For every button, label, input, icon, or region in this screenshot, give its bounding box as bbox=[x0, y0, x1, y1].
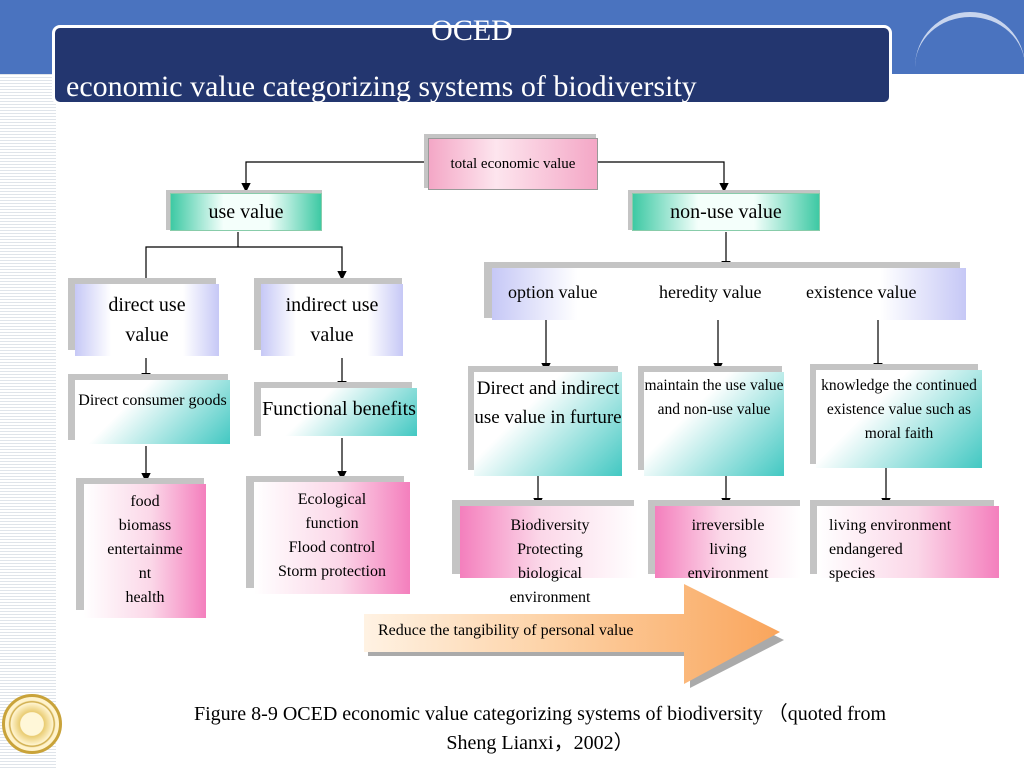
non-use-value-box: non-use value bbox=[632, 193, 820, 231]
environment-line: environment bbox=[509, 589, 591, 606]
direct-use-value-box: direct use value bbox=[75, 284, 219, 356]
irr-environment-line: environment bbox=[687, 565, 769, 582]
protecting-line: Protecting bbox=[517, 541, 583, 558]
indirect-use-value-label: indirect use value bbox=[285, 294, 379, 346]
title-line-1: OCED bbox=[431, 14, 513, 47]
functional-benefits-box: Functional benefits bbox=[261, 388, 417, 436]
health-line: health bbox=[125, 589, 165, 606]
arrow-label: Reduce the tangibility of personal value bbox=[378, 622, 634, 639]
university-seal-logo bbox=[2, 694, 62, 754]
knowledge-value-box: knowledge the continued existence value … bbox=[816, 370, 982, 468]
tangibility-arrow bbox=[364, 584, 784, 688]
direct-consumer-goods-box: Direct consumer goods bbox=[75, 380, 230, 444]
biodiversity-line: Biodiversity bbox=[510, 517, 590, 534]
biomass-line: biomass bbox=[118, 517, 172, 534]
knowledge-value-label: knowledge the continued existence value … bbox=[821, 377, 977, 442]
food-box: food biomass entertainme nt health bbox=[84, 484, 206, 618]
caption-line-2: Sheng Lianxi，2002） bbox=[446, 732, 634, 754]
functional-benefits-label: Functional benefits bbox=[262, 398, 416, 420]
irreversible-line: irreversible bbox=[691, 517, 765, 534]
caption-line-1: Figure 8-9 OCED economic value categoriz… bbox=[193, 703, 887, 725]
direct-consumer-goods-label: Direct consumer goods bbox=[78, 392, 227, 409]
title-line-2: economic value categorizing systems of b… bbox=[66, 70, 697, 103]
biodiversity-box bbox=[460, 506, 638, 578]
total-economic-value-box: total economic value bbox=[428, 138, 598, 190]
non-use-categories-box bbox=[492, 268, 966, 320]
ecological-line: Ecological bbox=[297, 491, 367, 508]
species-line: species bbox=[829, 565, 876, 582]
living-line: living bbox=[709, 541, 747, 558]
ecological-function-box: Ecological function Flood control Storm … bbox=[254, 482, 410, 594]
side-stripes bbox=[0, 74, 56, 768]
future-value-box: Direct and indirect use value in furture bbox=[474, 372, 622, 476]
title-box bbox=[52, 25, 892, 105]
biodiversity-text: Biodiversity Protecting biological envir… bbox=[470, 514, 630, 610]
flood-control-line: Flood control bbox=[288, 539, 376, 556]
function-line: function bbox=[305, 515, 359, 532]
use-value-box: use value bbox=[170, 193, 322, 231]
maintain-value-label: maintain the use value and non-use value bbox=[644, 377, 784, 418]
indirect-use-value-box: indirect use value bbox=[261, 284, 403, 356]
storm-protection-line: Storm protection bbox=[278, 563, 386, 580]
food-line: food bbox=[130, 493, 160, 510]
decorative-arc bbox=[915, 12, 1024, 92]
entertainment-line-1: entertainme bbox=[107, 541, 183, 558]
heredity-value-label: heredity value bbox=[659, 282, 762, 302]
entertainment-line-2: nt bbox=[138, 565, 152, 582]
living-environment-box: living environment endangered species bbox=[817, 506, 999, 582]
future-value-label: Direct and indirect use value in furture bbox=[474, 378, 622, 428]
existence-value-label: existence value bbox=[806, 282, 917, 302]
irreversible-box: irreversible living environment bbox=[655, 506, 801, 582]
figure-caption: Figure 8-9 OCED economic value categoriz… bbox=[70, 700, 1010, 758]
maintain-value-box: maintain the use value and non-use value bbox=[644, 372, 784, 476]
option-value-label: option value bbox=[508, 282, 598, 302]
total-economic-value-label: total economic value bbox=[450, 156, 576, 172]
direct-use-value-label: direct use value bbox=[108, 294, 186, 346]
living-environment-line: living environment bbox=[829, 517, 952, 534]
use-value-label: use value bbox=[208, 200, 284, 223]
non-use-value-label: non-use value bbox=[670, 200, 782, 223]
biological-line: biological bbox=[518, 565, 582, 582]
endangered-line: endangered bbox=[829, 541, 903, 558]
